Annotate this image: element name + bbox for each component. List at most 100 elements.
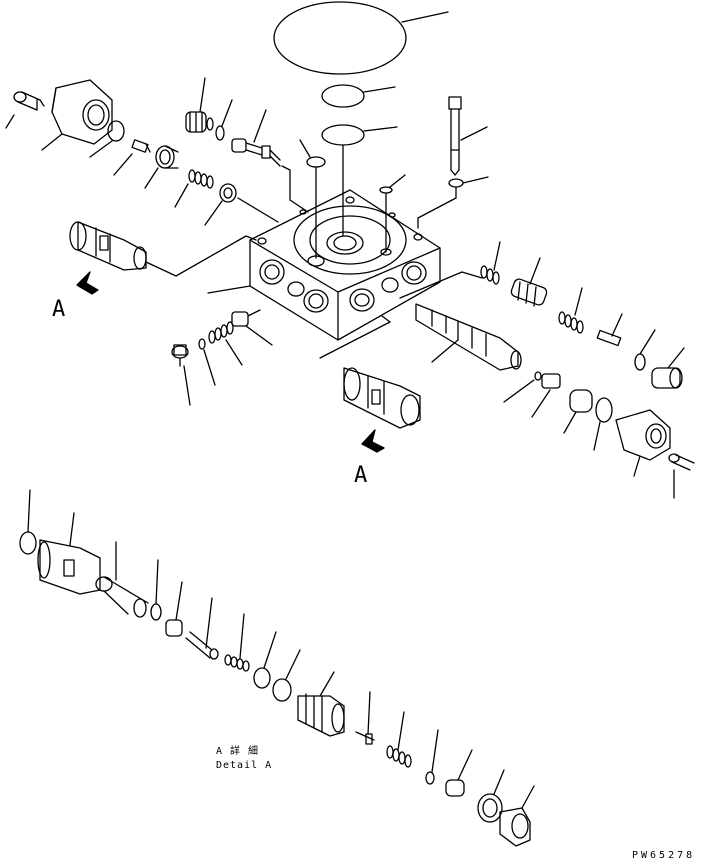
collar — [569, 389, 593, 413]
flange-block — [51, 79, 113, 145]
detail-subtitle: Detail A — [216, 760, 273, 771]
leader-line — [531, 389, 551, 418]
leader-line — [225, 339, 243, 366]
o-ring — [19, 531, 37, 555]
assembly-line — [281, 165, 309, 213]
small-o-ring — [306, 156, 326, 168]
leader-line — [503, 379, 535, 403]
leader-line — [529, 257, 541, 285]
spring — [480, 265, 500, 285]
poppet-sleeve — [155, 145, 179, 169]
small-o-ring — [379, 186, 393, 194]
o-ring — [272, 678, 292, 702]
assembly-line — [145, 235, 257, 277]
leader-line — [401, 11, 449, 23]
seat — [445, 779, 465, 797]
leader-line — [367, 691, 371, 735]
leader-line — [183, 365, 191, 406]
washer-ring — [219, 183, 237, 203]
leader-line — [199, 77, 206, 113]
main-spool — [415, 303, 522, 371]
relief-valve — [510, 278, 548, 307]
leader-line — [493, 241, 501, 271]
leader-line — [239, 613, 245, 659]
leader-line — [27, 489, 31, 533]
pilot-pin — [185, 631, 219, 660]
spring — [208, 321, 234, 344]
flange-o-ring — [107, 120, 125, 142]
small-o-ring — [425, 771, 435, 785]
small-o-ring — [198, 338, 206, 350]
check-valve-stem — [231, 138, 281, 167]
leader-line — [69, 512, 75, 546]
view-arrow — [76, 271, 99, 295]
leader-line — [431, 729, 439, 773]
spring — [188, 169, 214, 189]
leader-line — [204, 200, 223, 226]
leader-line — [113, 153, 133, 176]
drawing-code: PW65278 — [632, 850, 696, 861]
assembly-line — [399, 271, 483, 299]
small-pin — [355, 731, 375, 745]
leader-line — [521, 785, 535, 809]
poppet — [231, 309, 261, 327]
leader-line — [245, 325, 273, 346]
leader-line — [397, 711, 405, 751]
leader-line — [363, 126, 398, 132]
washer — [448, 178, 464, 188]
leader-line — [175, 581, 183, 621]
cartridge-valve — [343, 367, 421, 429]
nut — [477, 793, 503, 823]
view-a-label-center: A — [354, 463, 368, 488]
leader-line — [633, 455, 641, 477]
leader-line — [593, 421, 601, 451]
view-a-label-left: A — [52, 297, 66, 322]
spool-cap — [615, 409, 671, 461]
cap — [499, 807, 531, 847]
leader-line — [5, 114, 15, 129]
plug — [171, 344, 189, 367]
leader-line — [639, 329, 656, 355]
leader-line — [207, 285, 251, 294]
assembly-line — [417, 186, 457, 229]
cartridge-body — [37, 539, 101, 595]
valve-block — [249, 189, 441, 341]
leader-line — [221, 99, 233, 127]
screw — [131, 139, 151, 153]
pin — [596, 329, 622, 347]
bolt — [448, 96, 462, 176]
leader-line — [574, 287, 583, 316]
leader-line — [174, 183, 189, 208]
leader-line — [493, 769, 505, 795]
leader-line — [285, 649, 301, 680]
spring — [386, 745, 412, 768]
leader-line — [460, 126, 488, 141]
leader-line — [363, 86, 396, 93]
plug — [185, 111, 214, 133]
small-o-ring — [534, 371, 542, 381]
cap-bolt — [668, 453, 695, 471]
leader-line — [155, 559, 159, 605]
poppet — [165, 619, 183, 637]
flange-bolt — [13, 91, 45, 111]
o-ring — [321, 124, 365, 146]
adjuster — [297, 693, 345, 737]
small-o-ring — [215, 125, 225, 141]
leader-line — [205, 597, 213, 649]
leader-line — [203, 349, 216, 386]
leader-line — [299, 139, 311, 158]
leader-line — [389, 174, 406, 188]
large-gasket — [273, 1, 407, 75]
leader-line — [563, 411, 577, 434]
sleeve — [95, 576, 149, 618]
small-o-ring — [634, 353, 646, 371]
leader-line — [611, 313, 623, 337]
o-ring — [150, 603, 162, 621]
leader-line — [457, 749, 473, 781]
spring — [224, 654, 250, 672]
leader-line — [253, 109, 267, 143]
o-ring — [595, 397, 613, 423]
stopper — [541, 373, 561, 389]
assembly-line — [319, 315, 391, 359]
